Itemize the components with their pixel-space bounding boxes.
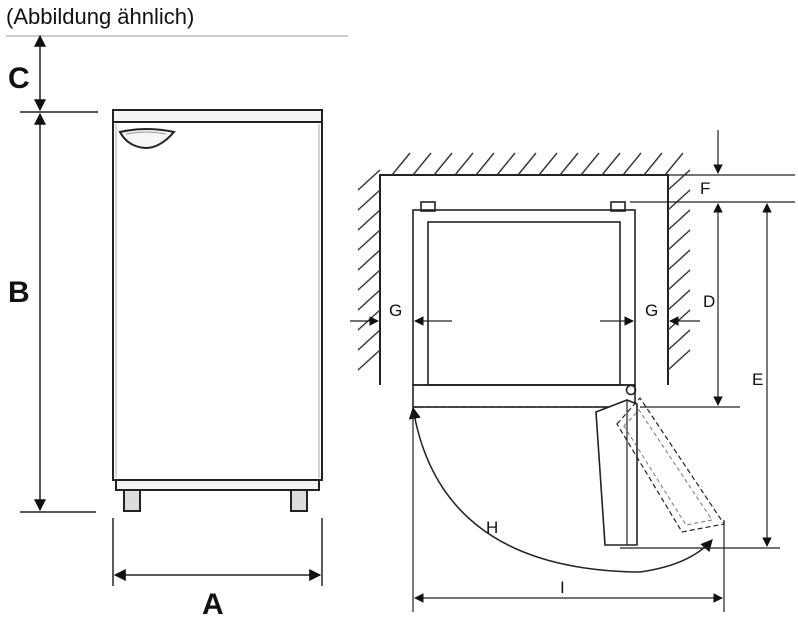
label-e: E bbox=[752, 370, 763, 389]
wall-hatching bbox=[357, 152, 691, 371]
hatch-stroke bbox=[667, 349, 691, 371]
hatch-stroke bbox=[357, 309, 381, 331]
foot-right bbox=[290, 489, 308, 512]
hinge-top-right bbox=[610, 201, 626, 212]
hatch-stroke bbox=[517, 152, 537, 176]
hatch-stroke bbox=[622, 152, 642, 176]
hatch-stroke bbox=[475, 152, 495, 176]
front-view bbox=[6, 34, 348, 586]
door-closed bbox=[412, 384, 636, 408]
fridge-body-outline bbox=[412, 209, 636, 386]
hatch-stroke bbox=[357, 249, 381, 271]
hatch-stroke bbox=[538, 152, 558, 176]
foot-left bbox=[123, 489, 141, 512]
label-b: B bbox=[8, 276, 30, 309]
hatch-stroke bbox=[667, 229, 691, 251]
hinge-top-left bbox=[420, 201, 436, 212]
label-d: D bbox=[703, 292, 715, 311]
label-f: F bbox=[700, 179, 710, 198]
top-view bbox=[350, 130, 795, 612]
hatch-stroke bbox=[643, 152, 663, 176]
hatch-stroke bbox=[580, 152, 600, 176]
hatch-stroke bbox=[667, 169, 691, 191]
label-h: H bbox=[486, 518, 498, 537]
door-hinge-pivot bbox=[625, 384, 637, 396]
caption: (Abbildung ähnlich) bbox=[6, 4, 195, 29]
fridge-door bbox=[112, 121, 323, 481]
hatch-stroke bbox=[667, 289, 691, 311]
door-handle-shade bbox=[125, 131, 167, 135]
hatch-stroke bbox=[357, 209, 381, 231]
hatch-stroke bbox=[667, 209, 691, 231]
label-a: A bbox=[202, 588, 224, 618]
hatch-stroke bbox=[454, 152, 474, 176]
hatch-stroke bbox=[357, 269, 381, 291]
fridge-top-lid bbox=[112, 109, 323, 123]
door-handle bbox=[118, 128, 176, 150]
hatch-stroke bbox=[601, 152, 621, 176]
hatch-stroke bbox=[667, 309, 691, 331]
hatch-stroke bbox=[667, 329, 691, 351]
hatch-stroke bbox=[412, 152, 432, 176]
hatch-stroke bbox=[357, 349, 381, 371]
hatch-stroke bbox=[391, 152, 411, 176]
hatch-stroke bbox=[496, 152, 516, 176]
hatch-stroke bbox=[667, 269, 691, 291]
label-i: I bbox=[560, 578, 565, 597]
wall-outline bbox=[379, 174, 669, 385]
hatch-stroke bbox=[357, 229, 381, 251]
door-open-90 bbox=[595, 399, 638, 546]
hatch-stroke bbox=[667, 249, 691, 271]
label-g-right: G bbox=[645, 301, 658, 320]
hatch-stroke bbox=[357, 189, 381, 211]
hatch-stroke bbox=[667, 189, 691, 211]
door-swing-arc bbox=[408, 406, 713, 573]
hatch-stroke bbox=[357, 329, 381, 351]
hatch-stroke bbox=[559, 152, 579, 176]
fridge-inner-outline bbox=[427, 221, 621, 386]
fridge-base bbox=[115, 479, 320, 491]
hatch-stroke bbox=[357, 169, 381, 191]
hatch-stroke bbox=[664, 152, 684, 176]
hatch-stroke bbox=[433, 152, 453, 176]
hatch-stroke bbox=[357, 289, 381, 311]
label-g-left: G bbox=[389, 301, 402, 320]
label-c: C bbox=[8, 62, 30, 95]
